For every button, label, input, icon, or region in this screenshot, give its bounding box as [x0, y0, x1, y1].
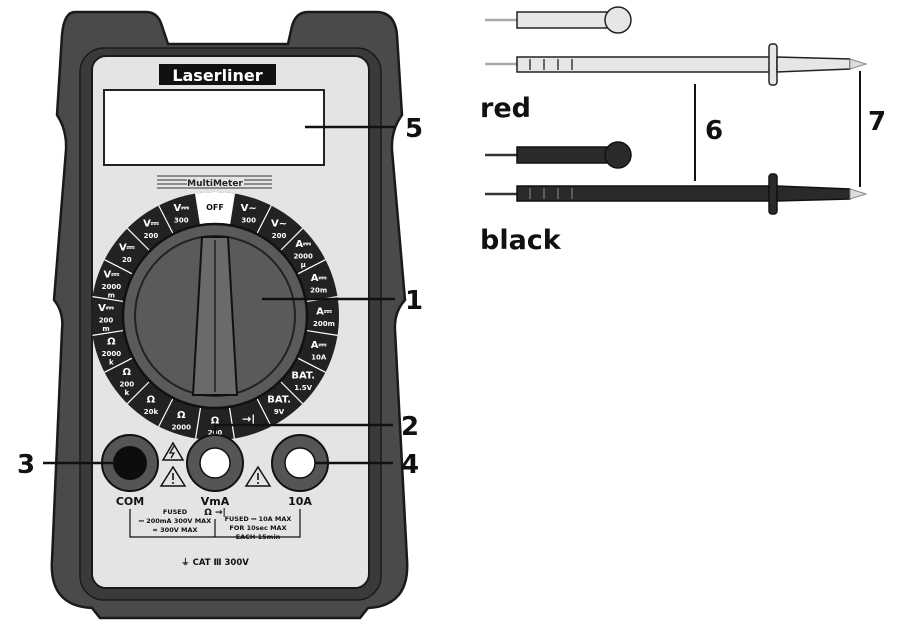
red-test-lead [485, 6, 868, 86]
brand-name: Laserliner [172, 66, 262, 85]
jack-label-vma: VmA [201, 495, 230, 508]
dial-separator [104, 357, 133, 373]
dial-separator [280, 227, 304, 251]
dial-position-label[interactable]: V⎓300 [173, 203, 189, 225]
fuse-bracket-lines [129, 509, 301, 538]
dial-separator [228, 407, 235, 439]
dial-position-label[interactable]: V~300 [241, 203, 257, 225]
dial-separator [256, 205, 272, 234]
fuse-left-line-1: FUSED [163, 508, 188, 516]
dial-separator [306, 329, 338, 336]
callout-4: 4 [401, 450, 419, 480]
fuse-right-line-3: EACH 15min [236, 533, 281, 541]
callout-7: 7 [868, 107, 886, 137]
jack-label-vma-sub: Ω →| [204, 508, 226, 518]
fuse-right-line-2: FOR 10sec MAX [229, 524, 286, 532]
dial-separator [104, 259, 133, 275]
warning-exclamation-icon [244, 465, 272, 487]
model-name: MultiMeter [187, 179, 243, 189]
dial-position-label[interactable]: →| [242, 413, 255, 426]
fuse-left-line-3: ≂ 300V MAX [152, 526, 197, 534]
black-lead-label: black [480, 225, 562, 256]
fuse-left-line-2: ⎓ 200mA 300V MAX [139, 517, 211, 525]
warning-lightning-icon [161, 441, 185, 461]
dial-separator [280, 381, 304, 405]
black-test-lead [485, 141, 868, 215]
jack-com[interactable] [101, 434, 159, 492]
dial-position-label[interactable]: A⎓20m [310, 273, 327, 295]
dial-position-label[interactable]: V~200 [271, 218, 287, 240]
warning-exclamation-icon [159, 465, 187, 487]
callout-leader-lines [43, 125, 395, 465]
brand-plate [159, 64, 276, 85]
dial-separator [158, 398, 174, 427]
lcd-display [103, 89, 325, 166]
jack-10a[interactable] [271, 434, 329, 492]
dial-separator [158, 205, 174, 234]
dial-separator [297, 357, 326, 373]
dial-position-label[interactable]: BAT.1.5V [291, 371, 315, 393]
dial-separator [228, 193, 235, 225]
jack-label-10a: 10A [288, 495, 312, 508]
callout-1: 1 [405, 286, 423, 316]
dial-position-label[interactable]: BAT.9V [267, 395, 291, 417]
cat-rating: ⏚ CAT Ⅲ 300V [181, 558, 249, 568]
dial-off-segment [195, 191, 235, 225]
dial-position-label[interactable]: V⎓200 [143, 218, 159, 240]
model-label-lines [157, 175, 272, 189]
dial-separator [92, 329, 124, 336]
dial-position-label[interactable]: A⎓10A [311, 340, 327, 362]
callout-2: 2 [401, 412, 419, 442]
callout-6: 6 [705, 116, 723, 146]
dial-position-label[interactable]: OFF [206, 203, 224, 212]
dial-separator [126, 381, 150, 405]
red-lead-label: red [480, 93, 531, 124]
callout-3: 3 [17, 450, 35, 480]
dial-separator [126, 227, 150, 251]
dial-separator [256, 398, 272, 427]
dial-separator [297, 259, 326, 275]
jack-vma[interactable] [186, 434, 244, 492]
dial-separator [195, 407, 202, 439]
dial-position-label[interactable]: A⎓200m [313, 307, 335, 329]
dial-separator [92, 296, 124, 303]
dial-position-label[interactable]: V⎓20 [119, 242, 135, 263]
fuse-right-line-1: FUSED ⎓ 10A MAX [225, 515, 292, 523]
jack-label-com: COM [116, 495, 144, 508]
callout-5: 5 [405, 114, 423, 144]
